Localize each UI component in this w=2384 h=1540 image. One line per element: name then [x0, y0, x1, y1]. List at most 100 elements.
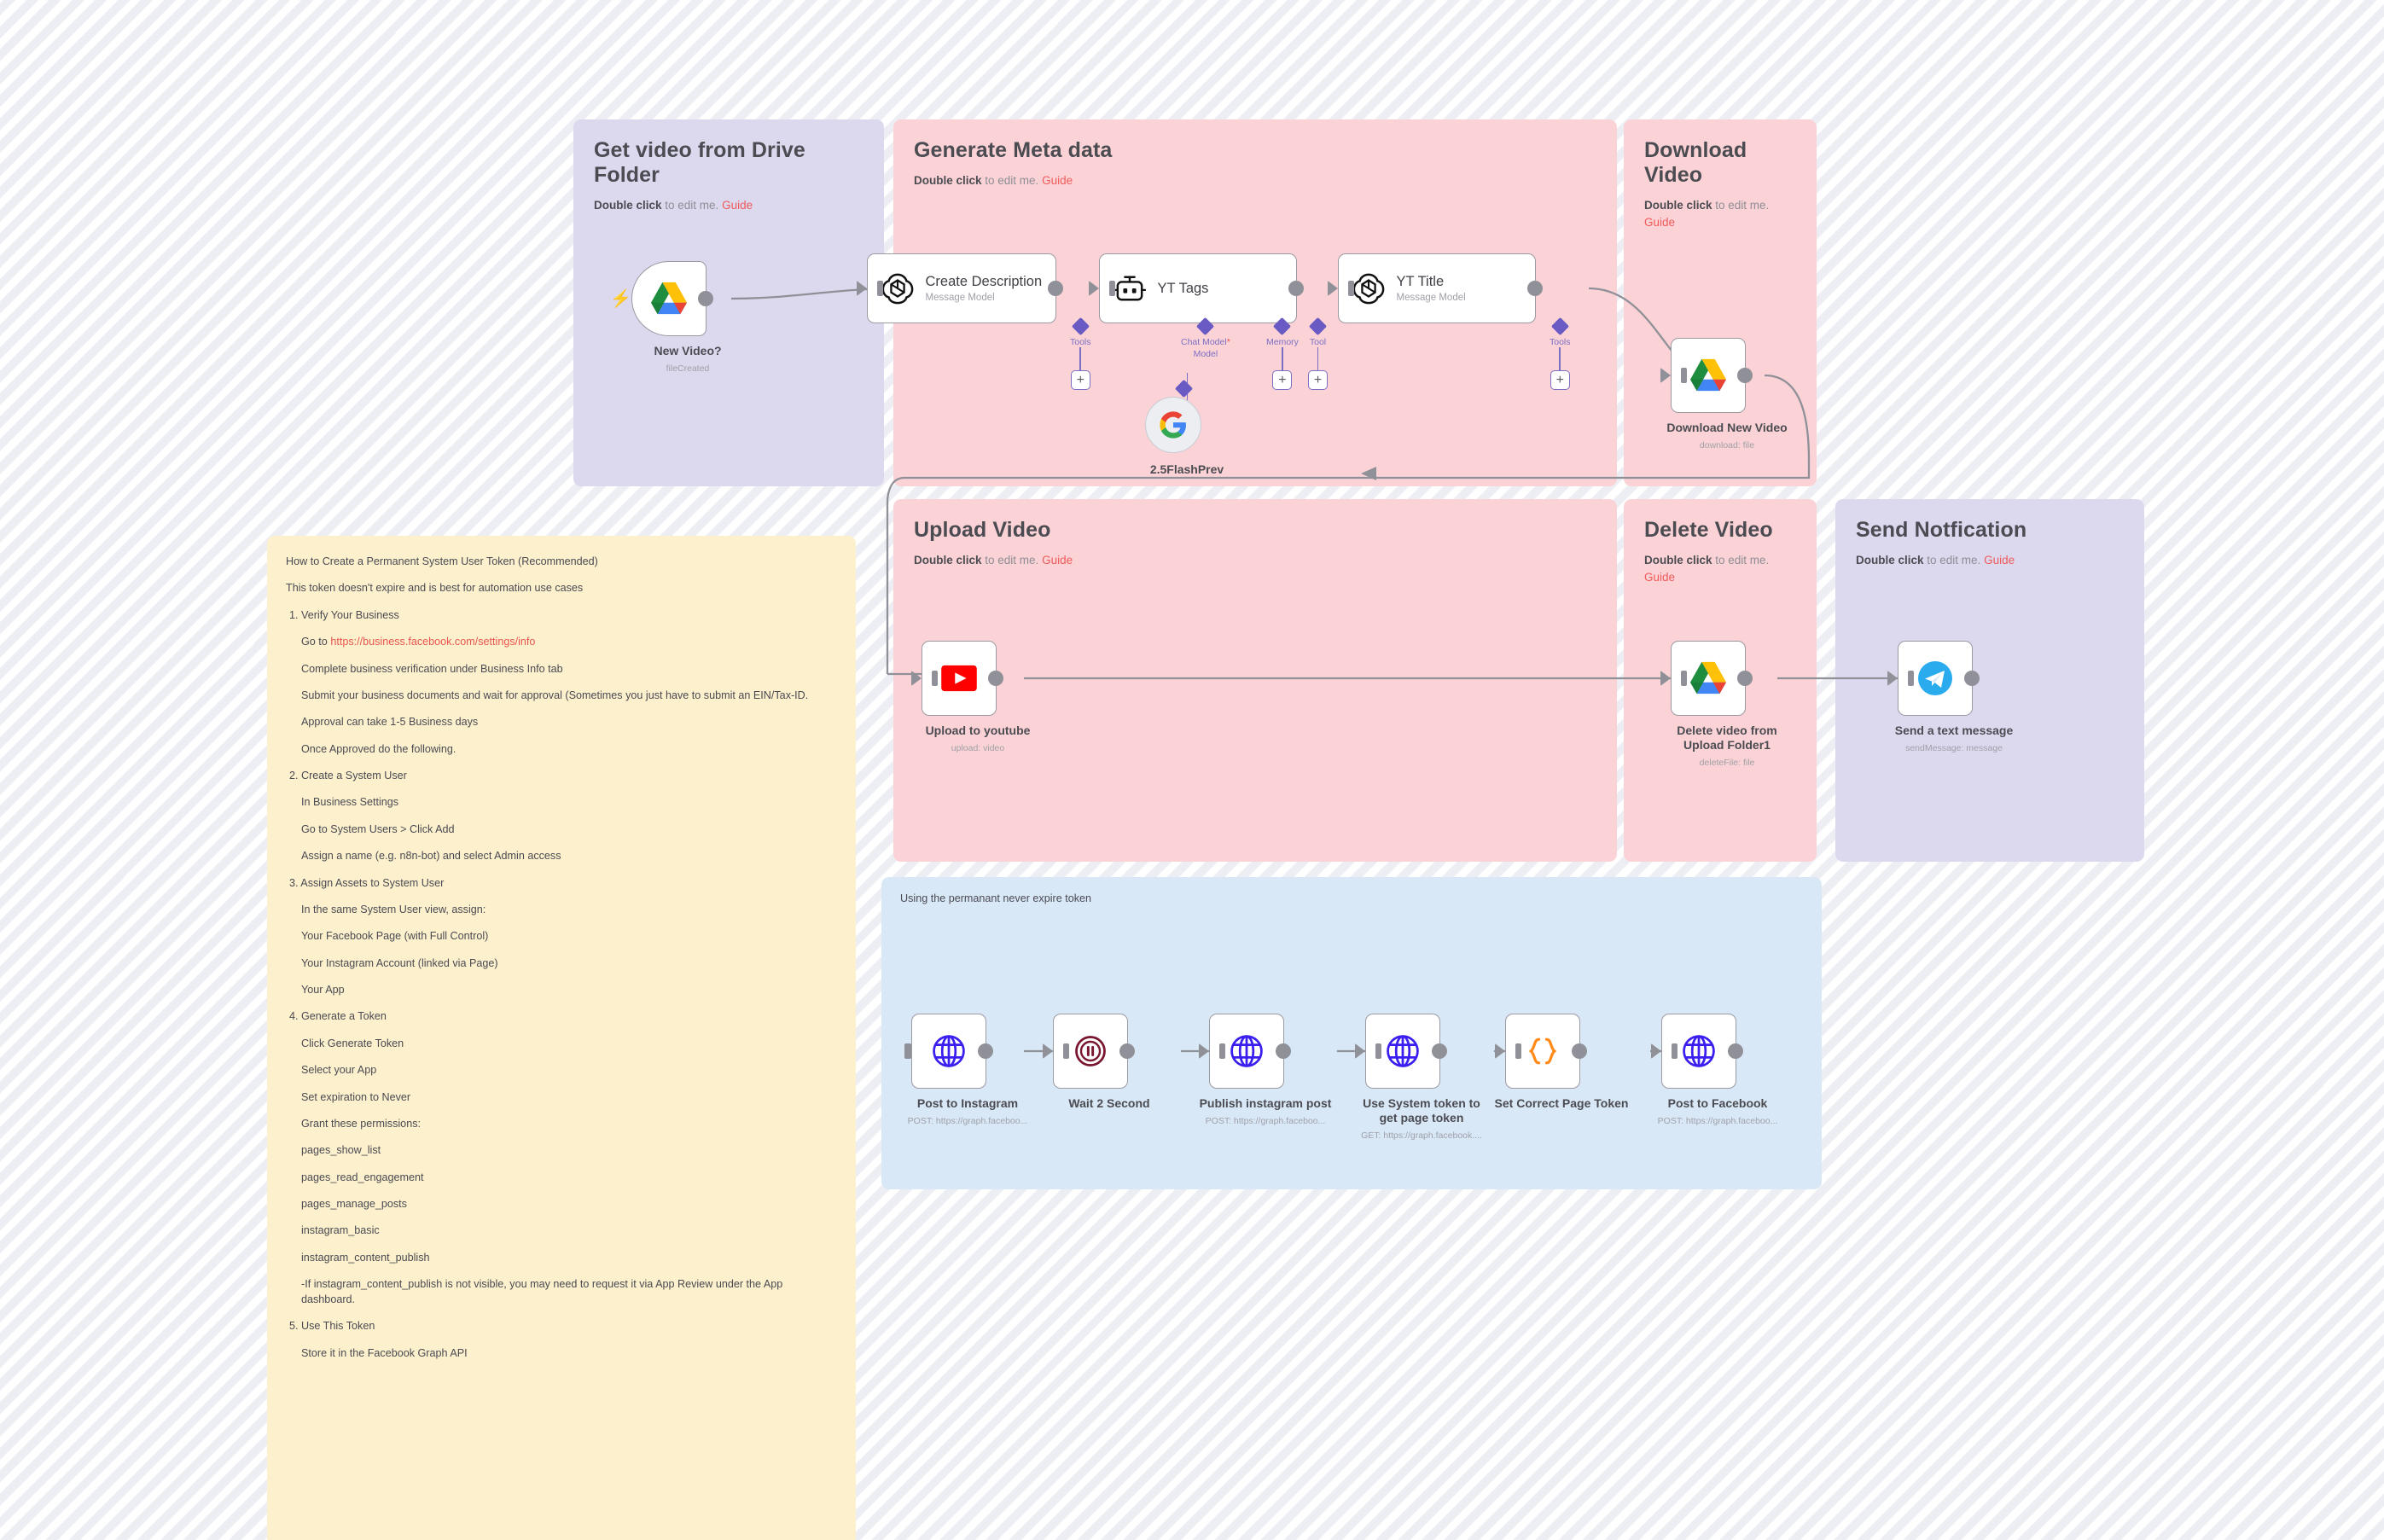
sticky-hint: Double click to edit me. Guide — [1644, 197, 1796, 232]
node-box[interactable] — [1887, 641, 1980, 716]
token-guide-line: Your App — [301, 984, 345, 996]
output-port[interactable] — [1526, 281, 1543, 296]
memory-port-diamond[interactable] — [1273, 317, 1292, 336]
sticky-note-get-video[interactable]: Get video from Drive Folder Double click… — [573, 119, 884, 486]
google-drive-icon — [1690, 661, 1726, 694]
output-port[interactable] — [1728, 1043, 1743, 1059]
add-tool-button[interactable]: + — [1308, 370, 1328, 390]
node-box[interactable] — [904, 1014, 993, 1089]
output-port[interactable] — [698, 291, 713, 306]
output-port[interactable] — [1572, 1043, 1587, 1059]
node-box[interactable]: YT Tags — [1088, 253, 1304, 323]
add-tool-button[interactable]: + — [1550, 370, 1570, 390]
sticky-note-send-notification[interactable]: Send Notfication Double click to edit me… — [1835, 499, 2144, 862]
chat-model-port-diamond[interactable] — [1196, 317, 1215, 336]
openai-icon — [881, 273, 913, 305]
node-subcaption: GET: https://graph.facebook.... — [1361, 1130, 1482, 1141]
input-port[interactable] — [904, 1043, 911, 1059]
input-port[interactable] — [1660, 671, 1687, 686]
node-box[interactable] — [1144, 397, 1201, 453]
sticky-title: Using the permanant never expire token — [900, 892, 1092, 904]
output-port[interactable] — [1964, 671, 1980, 686]
node-subcaption: POST: https://graph.faceboo... — [907, 1115, 1028, 1126]
subport-label: Tools — [1550, 337, 1571, 347]
output-port[interactable] — [1119, 1043, 1135, 1059]
input-port[interactable] — [1088, 281, 1115, 296]
guide-link[interactable]: Guide — [1984, 553, 2015, 567]
output-port[interactable] — [1737, 671, 1753, 686]
guide-link[interactable]: Guide — [1042, 553, 1073, 567]
token-guide-line: Assign a name (e.g. n8n-bot) and select … — [301, 850, 561, 863]
node-subcaption: upload: video — [951, 742, 1005, 753]
subport-create-description-tools[interactable]: Tools + — [1070, 317, 1091, 390]
input-port[interactable] — [1199, 1043, 1225, 1059]
guide-link[interactable]: Guide — [722, 198, 753, 212]
subport-yt-title-tools[interactable]: Tools + — [1550, 317, 1571, 390]
token-guide-line[interactable]: Go to https://business.facebook.com/sett… — [301, 636, 536, 648]
output-port[interactable] — [988, 671, 1003, 686]
add-tool-button[interactable]: + — [1070, 370, 1090, 390]
input-port[interactable] — [856, 281, 883, 296]
input-port[interactable] — [1660, 368, 1687, 383]
input-port[interactable] — [1327, 281, 1354, 296]
tools-port-diamond[interactable] — [1071, 317, 1090, 336]
input-port[interactable] — [911, 671, 938, 686]
input-port[interactable] — [1355, 1043, 1381, 1059]
subport-yt-tags-chat-model[interactable]: Chat Model* Model — [1181, 317, 1230, 359]
google-drive-icon — [651, 282, 687, 315]
chat-model-label: Chat Model — [1181, 337, 1227, 347]
node-box[interactable] — [1355, 1014, 1447, 1089]
node-box[interactable] — [1495, 1014, 1587, 1089]
sticky-hint-rest: to edit me. — [661, 198, 723, 212]
node-box[interactable] — [1660, 338, 1753, 413]
input-port[interactable] — [1043, 1043, 1069, 1059]
input-port[interactable] — [1495, 1043, 1521, 1059]
sticky-hint-rest: to edit me. — [1712, 553, 1770, 567]
openai-icon — [1352, 273, 1384, 305]
sticky-hint: Double click to edit me. Guide — [1644, 552, 1796, 587]
token-guide-line: instagram_basic — [301, 1224, 380, 1237]
node-caption: Upload to youtube — [925, 724, 1031, 737]
node-box[interactable] — [1199, 1014, 1291, 1089]
node-box[interactable] — [1043, 1014, 1135, 1089]
output-port[interactable] — [1737, 368, 1753, 383]
business-settings-link[interactable]: https://business.facebook.com/settings/i… — [330, 636, 536, 648]
node-subcaption: download: file — [1699, 439, 1755, 450]
subport-yt-tags-memory[interactable]: Memory + — [1266, 317, 1299, 390]
node-box[interactable] — [1651, 1014, 1743, 1089]
input-port[interactable] — [1651, 1043, 1678, 1059]
sticky-title: Get video from Drive Folder — [594, 138, 805, 187]
http-request-globe-icon — [1683, 1035, 1715, 1067]
output-port[interactable] — [1288, 281, 1304, 296]
output-port[interactable] — [1047, 281, 1063, 296]
output-port[interactable] — [1276, 1043, 1291, 1059]
subport-yt-tags-tool[interactable]: Tool + — [1308, 317, 1328, 390]
sticky-hint-rest: to edit me. — [1712, 198, 1770, 212]
node-box[interactable]: Create Description Message Model — [856, 253, 1063, 323]
node-box[interactable] — [1660, 641, 1753, 716]
node-caption: Wait 2 Second — [1068, 1096, 1150, 1110]
output-port[interactable] — [978, 1043, 993, 1059]
sticky-hint-rest: to edit me. — [981, 553, 1043, 567]
node-box[interactable] — [911, 641, 1003, 716]
telegram-icon — [1918, 661, 1952, 695]
node-title: Create Description — [925, 273, 1043, 289]
guide-link[interactable]: Guide — [1042, 173, 1073, 187]
guide-link[interactable]: Guide — [1644, 571, 1676, 584]
tool-port-diamond[interactable] — [1308, 317, 1328, 336]
input-port[interactable] — [1887, 671, 1914, 686]
tools-port-diamond[interactable] — [1550, 317, 1569, 336]
token-guide-line: Your Instagram Account (linked via Page) — [301, 956, 498, 969]
guide-link[interactable]: Guide — [1644, 215, 1676, 229]
subport-label: Tool — [1309, 337, 1327, 347]
node-title: YT Tags — [1157, 280, 1209, 296]
sticky-title: Delete Video — [1644, 518, 1773, 542]
node-caption: New Video? — [654, 344, 722, 357]
sticky-hint-bold: Double click — [1644, 553, 1712, 567]
output-port[interactable] — [1432, 1043, 1447, 1059]
node-box[interactable]: ⚡ — [610, 261, 713, 336]
node-box[interactable]: YT Title Message Model — [1327, 253, 1543, 323]
sticky-note-token-guide[interactable]: How to Create a Permanent System User To… — [267, 536, 856, 1540]
add-memory-button[interactable]: + — [1272, 370, 1293, 390]
